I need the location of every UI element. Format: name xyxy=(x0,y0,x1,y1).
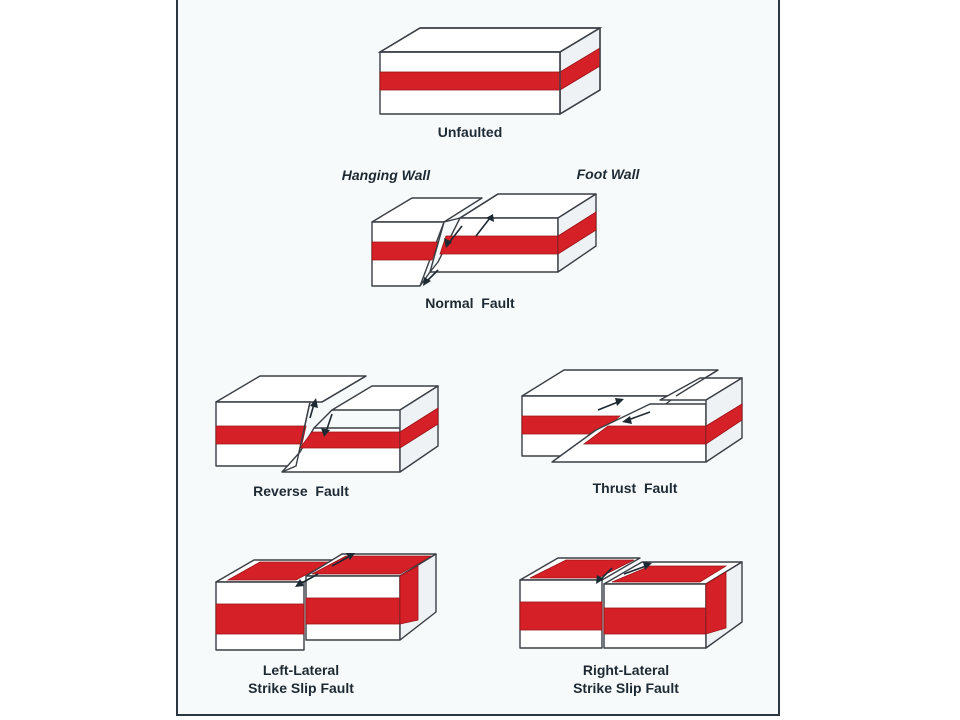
normal-fault-block xyxy=(371,193,597,287)
unfaulted-block xyxy=(377,27,603,116)
right-lateral-label-line2: Strike Slip Fault xyxy=(573,680,679,696)
left-lateral-label-line2: Strike Slip Fault xyxy=(248,680,354,696)
normal-fault-down-arrow xyxy=(447,225,463,245)
reverse-fault-label: Reverse Fault xyxy=(253,483,349,499)
hanging-wall-label: Hanging Wall xyxy=(341,167,431,183)
normal-fault-up-arrow xyxy=(475,217,491,237)
foot-wall-label: Foot Wall xyxy=(576,166,640,182)
thrust-fault-block xyxy=(521,369,743,463)
right-lateral-label-line1: Right-Lateral xyxy=(582,662,670,678)
thrust-fault-up-arrow xyxy=(597,401,619,411)
left-lateral-arrow-1 xyxy=(299,573,319,585)
reverse-fault-block xyxy=(215,375,439,473)
normal-fault-label: Normal Fault xyxy=(425,295,515,311)
right-lateral-block xyxy=(519,557,743,649)
thrust-fault-label: Thrust Fault xyxy=(592,480,678,496)
thrust-fault-down-arrow xyxy=(627,411,651,421)
right-lateral-arrow-2 xyxy=(623,565,647,575)
left-lateral-label-line1: Left-Lateral xyxy=(262,662,340,678)
left-lateral-block xyxy=(215,553,437,651)
unfaulted-label: Unfaulted xyxy=(437,124,503,140)
unfaulted-red-stratum-front xyxy=(379,71,561,91)
reverse-fault-down-arrow xyxy=(325,413,333,433)
left-lateral-arrow-2 xyxy=(331,555,351,567)
